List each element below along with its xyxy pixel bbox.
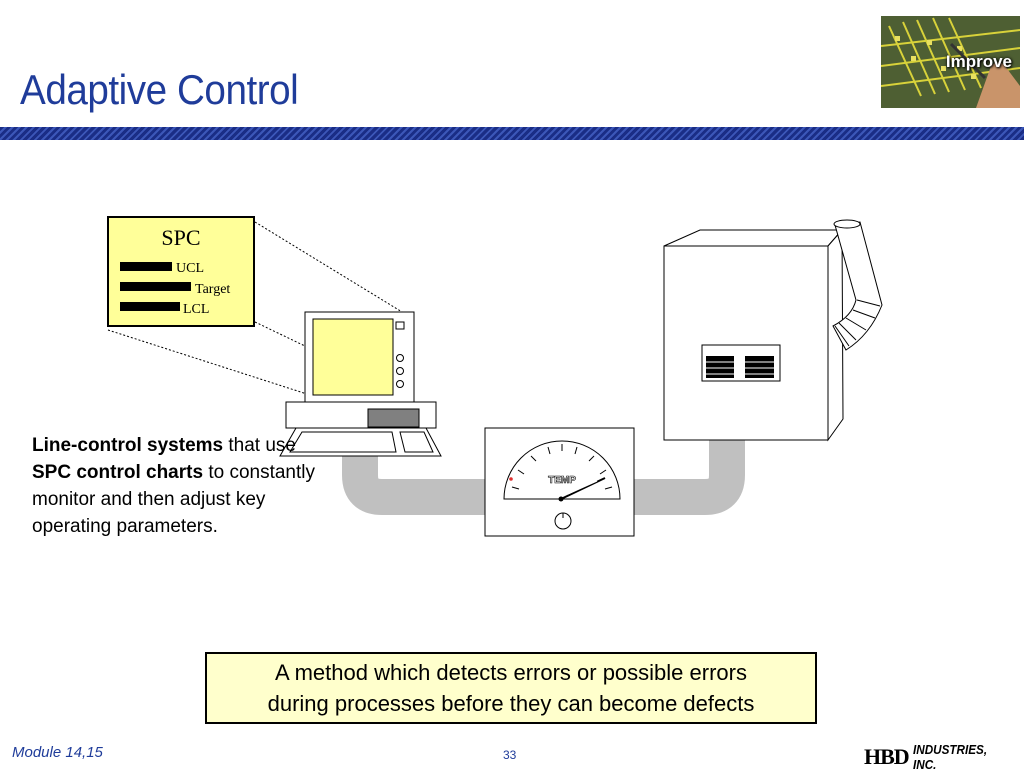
line-control-bold: Line-control systems (32, 435, 224, 456)
improve-label: Improve (945, 52, 1012, 71)
spc-charts-bold: SPC control charts (32, 462, 204, 483)
footer-module: Module 14,15 (12, 744, 103, 761)
title-divider (0, 127, 1024, 140)
improve-badge: Improve (881, 16, 1020, 108)
lcl-label: LCL (183, 302, 209, 317)
temp-label: TEMP (548, 475, 576, 486)
circuit-board-photo-icon (881, 16, 1020, 108)
ucl-line (120, 262, 172, 271)
gauge-needle (560, 477, 606, 500)
ucl-label: UCL (176, 261, 204, 276)
definition-box: A method which detects errors or possibl… (205, 652, 817, 724)
definition-line-2: during processes before they can become … (267, 691, 755, 716)
logo-mark: HBD (864, 744, 910, 769)
spc-chart-callout: SPC UCL Target LCL (107, 216, 255, 327)
temperature-gauge-icon: TEMP (484, 427, 635, 537)
definition-line-1: A method which detects errors or possibl… (275, 660, 747, 685)
line-control-description: Line-control systems that use SPC contro… (32, 432, 322, 540)
slide-title: Adaptive Control (20, 66, 299, 113)
target-line (120, 282, 191, 291)
target-label: Target (195, 282, 230, 297)
company-logo: HBD INDUSTRIES, INC. (864, 742, 1024, 772)
spc-chart-title: SPC (161, 225, 200, 250)
page-number: 33 (503, 748, 517, 762)
furnace-machine-icon (663, 219, 883, 442)
computer-monitor-icon (304, 311, 415, 403)
line-control-text-1: that use (223, 435, 296, 456)
lcl-line (120, 302, 180, 311)
computer-keyboard-icon (279, 401, 442, 457)
line-control-text-2: to constantly monitor and then adjust ke… (32, 462, 315, 537)
